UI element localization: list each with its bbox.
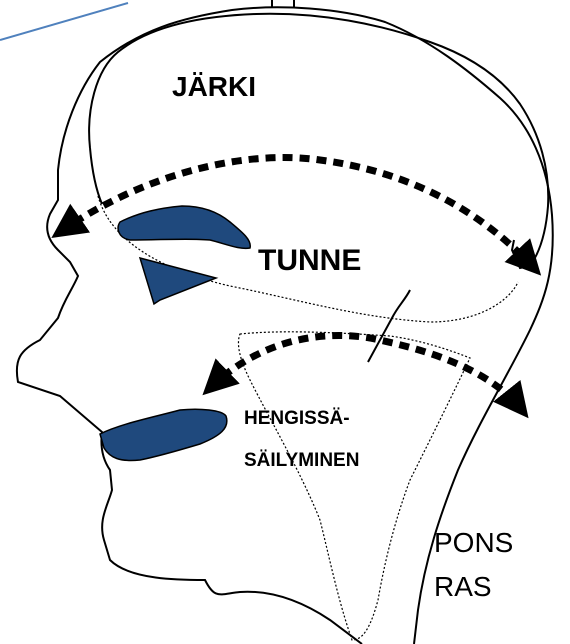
label-hengissa-line1: HENGISSÄ- bbox=[244, 408, 350, 429]
accent-line bbox=[0, 3, 128, 40]
lower-dashed-arrow bbox=[210, 336, 522, 410]
blue-shape-triangle bbox=[140, 258, 216, 304]
blue-shape-upper bbox=[118, 206, 250, 248]
brain-lower-edge bbox=[90, 148, 410, 362]
label-jarki: JÄRKI bbox=[172, 71, 256, 102]
label-pons: PONS bbox=[434, 527, 513, 558]
label-tunne: TUNNE bbox=[258, 244, 361, 277]
label-ras: RAS bbox=[434, 571, 492, 602]
blue-shape-lower bbox=[100, 409, 227, 460]
label-hengissa-line2: SÄILYMINEN bbox=[244, 450, 359, 471]
